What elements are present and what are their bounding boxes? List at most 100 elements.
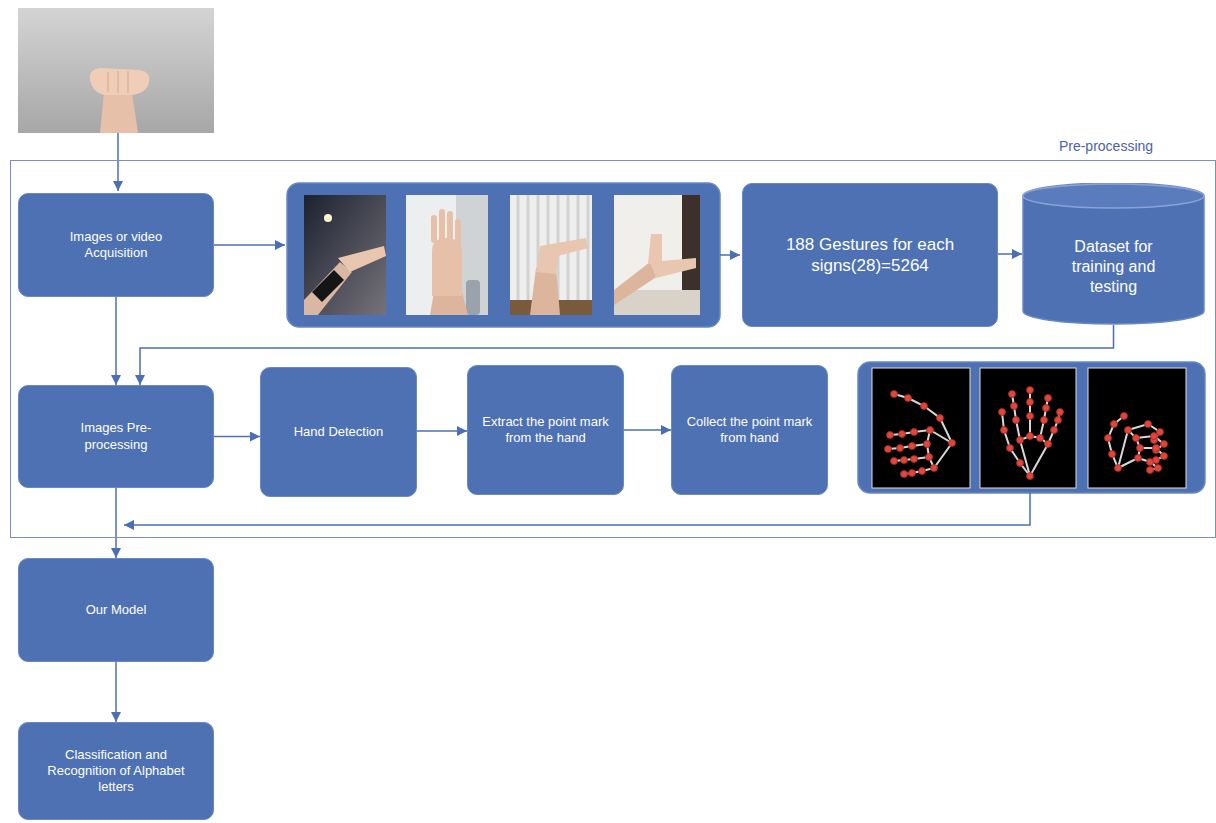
landmark-dots: [999, 409, 1006, 416]
landmark-dots: [1027, 433, 1034, 440]
index-finger: [650, 258, 696, 278]
landmark-dots: [1057, 409, 1064, 416]
landmark-dots: [1115, 465, 1122, 472]
landmark-dots: [911, 429, 918, 436]
flow-arrow: [214, 244, 285, 246]
process-box: Our Model: [18, 558, 214, 662]
flow-arrow: [115, 297, 117, 385]
process-box: Images or video Acquisition: [18, 193, 214, 297]
landmark-dots: [927, 427, 934, 434]
landmark-dots: [905, 395, 912, 402]
landmark-dots: [901, 457, 908, 464]
skeleton-lines: [890, 430, 930, 435]
forearm: [304, 262, 352, 315]
flow-arrow: [214, 436, 260, 438]
bottle: [466, 280, 480, 315]
landmark-dots: [1027, 387, 1034, 394]
photo-background: [614, 195, 700, 315]
landmark-dots: [1125, 427, 1132, 434]
finger-creases: [108, 71, 128, 93]
node-label: 188 Gestures for each signs(28)=5264: [765, 234, 975, 277]
landmark-image: [1088, 368, 1186, 488]
fist: [90, 68, 150, 95]
node-label: Images Pre-processing: [51, 420, 181, 453]
landmark-dots: [1137, 445, 1144, 452]
landmark-dots: [1147, 467, 1154, 474]
landmark-dots: [931, 465, 938, 472]
landmark-dots: [999, 387, 1064, 480]
landmark-dots: [1037, 435, 1044, 442]
landmark-dots: [1009, 391, 1016, 398]
flow-arrow: [417, 430, 467, 432]
landmark-images: [858, 362, 1205, 493]
skeleton-lines: [1108, 416, 1164, 470]
flow-arrow: [115, 488, 117, 558]
landmark-dots: [1013, 417, 1020, 424]
process-box: Classification and Recognition of Alphab…: [18, 722, 214, 820]
thumb: [648, 234, 662, 264]
landmark-dots: [919, 468, 926, 475]
node-label: Hand Detection: [294, 424, 384, 440]
landmark-dots: [1161, 441, 1168, 448]
fingers: [434, 212, 458, 242]
landmark-image: [872, 368, 970, 488]
palm: [432, 238, 462, 296]
process-box: Extract the point mark from the hand: [467, 365, 624, 495]
landmark-dots: [1151, 433, 1158, 440]
landmark-dots: [909, 443, 916, 450]
landmark-dots: [897, 445, 904, 452]
sample-photo: [614, 195, 700, 315]
hand-skeleton: [999, 387, 1064, 480]
landmark-dots: [1027, 473, 1034, 480]
landmark-dots: [1133, 435, 1140, 442]
sample-photo: [510, 195, 592, 315]
skeleton-lines: [888, 394, 952, 474]
node-label: Collect the point mark from hand: [684, 414, 816, 447]
landmark-strip: [858, 362, 1205, 493]
landmark-dots: [1153, 445, 1160, 452]
landmark-dots: [937, 415, 944, 422]
forearm: [530, 268, 560, 315]
landmark-dots: [1161, 453, 1168, 460]
landmark-dots: [1045, 395, 1052, 402]
landmark-dots: [1007, 445, 1014, 452]
door: [682, 195, 700, 290]
landmark-dots: [1105, 435, 1112, 442]
node-label: Dataset for training and testing: [1059, 237, 1169, 297]
photo-background: [18, 8, 214, 133]
landmark-dots: [1017, 460, 1024, 467]
flow-arrow: [998, 253, 1022, 255]
landmark-dots: [1051, 427, 1058, 434]
hand: [536, 238, 588, 274]
skeleton-lines: [1012, 394, 1020, 440]
landmark-dots: [901, 471, 908, 478]
node-label: Our Model: [86, 602, 147, 618]
landmark-dots: [909, 470, 916, 477]
landmark-dots: [1111, 421, 1118, 428]
landmark-dots: [921, 403, 928, 410]
landmark-dots: [885, 391, 956, 478]
landmark-dots: [926, 454, 933, 461]
sample-photo: [304, 195, 386, 315]
landmark-dots: [1045, 441, 1052, 448]
landmark-dots: [1043, 405, 1050, 412]
flow-arrow: [115, 662, 117, 722]
landmark-dots: [891, 391, 898, 398]
wrist-band: [312, 270, 344, 302]
skeleton-lines: [894, 394, 952, 443]
landmark-dots: [1121, 413, 1128, 420]
photo-background: [304, 195, 386, 315]
sample-photos: [287, 183, 720, 327]
database-cylinder: Dataset for training and testing: [1022, 183, 1205, 325]
landmark-dots: [891, 458, 898, 465]
flow-arrow: [624, 429, 671, 431]
skeleton-lines: [1002, 412, 1030, 476]
landmark-dots: [1027, 399, 1034, 406]
landmark-dots: [1145, 421, 1152, 428]
skeleton-lines: [1108, 416, 1124, 468]
skeleton-lines: [1040, 398, 1048, 438]
forearm: [614, 262, 658, 305]
photo-strip: [287, 183, 720, 327]
landmark-dots: [1017, 437, 1024, 444]
